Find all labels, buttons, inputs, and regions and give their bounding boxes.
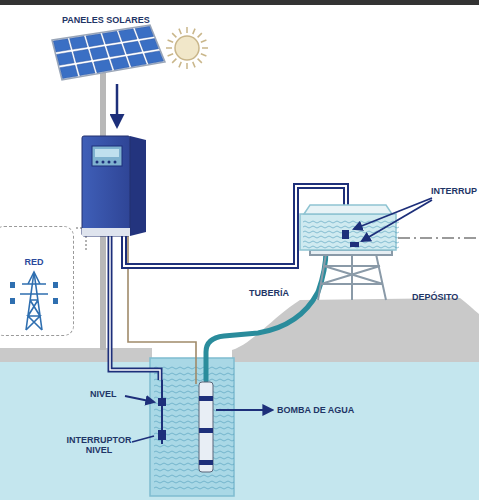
solar-cell xyxy=(53,39,70,52)
solar-cell xyxy=(128,54,147,67)
sun-ray xyxy=(198,33,202,37)
sun-ray xyxy=(179,29,181,35)
solar-cell xyxy=(111,57,130,70)
pump-cable xyxy=(128,236,196,384)
switch-arrow xyxy=(362,200,432,241)
part-label: NIVEL xyxy=(90,389,117,399)
inverter xyxy=(82,136,146,236)
sun-ray xyxy=(168,54,174,56)
grid-box: RED xyxy=(0,226,74,336)
part-label: TUBERÍA xyxy=(249,288,289,298)
part-label: INTERRUPTOR NIVEL xyxy=(66,435,132,455)
well-water-waves xyxy=(154,367,234,489)
solar-cell xyxy=(90,47,108,60)
wave xyxy=(154,379,234,381)
solar-cell xyxy=(77,62,95,75)
sun-ray xyxy=(193,62,195,68)
wave xyxy=(154,385,234,387)
sun-ray xyxy=(201,54,207,56)
wave xyxy=(154,469,234,471)
wave xyxy=(303,231,399,233)
insulators xyxy=(10,282,58,304)
solar-cell xyxy=(57,52,75,65)
part-label: DEPÓSITO xyxy=(412,292,458,302)
cable-core xyxy=(110,236,160,380)
sun-ray xyxy=(166,47,172,49)
sun-ray xyxy=(172,33,176,37)
solar-cells xyxy=(53,26,163,78)
sun xyxy=(166,27,208,69)
well xyxy=(150,358,234,496)
solar-cell xyxy=(135,26,154,38)
wave xyxy=(154,373,234,375)
sun-ray xyxy=(202,47,208,49)
wave xyxy=(154,481,234,483)
power-arrow xyxy=(116,84,119,126)
level-cable xyxy=(110,236,160,380)
solar-cell xyxy=(94,60,112,73)
tank-stand xyxy=(310,250,392,300)
wave xyxy=(154,457,234,459)
switch-leader xyxy=(132,436,154,442)
part-label: BOMBA DE AGUA xyxy=(277,405,354,415)
pump xyxy=(199,382,213,472)
level-leader xyxy=(125,396,154,402)
solar-cell xyxy=(73,49,91,62)
wave xyxy=(154,367,234,369)
sun-ray xyxy=(179,62,181,68)
wave xyxy=(154,391,234,393)
solar-cell xyxy=(102,31,120,44)
pipe xyxy=(206,250,326,380)
sun-ray xyxy=(168,40,174,42)
sun-ray xyxy=(193,29,195,35)
level-switch xyxy=(158,380,166,444)
solar-cell xyxy=(60,65,78,78)
overflow-line xyxy=(398,237,479,239)
sun-ray xyxy=(172,59,176,63)
switch-arrow xyxy=(354,198,432,229)
wave xyxy=(303,236,399,238)
sun-ray xyxy=(186,63,188,69)
wave xyxy=(154,463,234,465)
wave xyxy=(303,221,399,223)
solar-cell xyxy=(86,34,104,47)
pump-arrow xyxy=(216,409,272,411)
wave xyxy=(154,421,234,423)
wave xyxy=(154,415,234,417)
solar-cell xyxy=(123,41,142,54)
solar-cell xyxy=(119,29,137,42)
wave xyxy=(154,451,234,453)
groundwater xyxy=(0,358,479,500)
solar-panel xyxy=(52,25,165,80)
pylon-icon xyxy=(20,272,48,330)
part-label: INTERRUP xyxy=(431,186,477,196)
sun-ray xyxy=(201,40,207,42)
tank-water-waves xyxy=(303,221,399,248)
node-text: RED xyxy=(0,257,73,267)
float-switches xyxy=(342,230,359,247)
sun-ray xyxy=(186,27,188,33)
wave xyxy=(154,475,234,477)
part-label: PANELES SOLARES xyxy=(62,15,150,25)
top-bar xyxy=(0,0,479,5)
ground xyxy=(0,348,152,362)
wave xyxy=(154,445,234,447)
wave xyxy=(154,427,234,429)
solar-cell xyxy=(107,44,125,57)
sun-ray xyxy=(198,59,202,63)
solar-cell xyxy=(145,51,164,64)
solar-cell xyxy=(140,39,159,52)
solar-cell xyxy=(70,36,88,49)
wave xyxy=(154,487,234,489)
